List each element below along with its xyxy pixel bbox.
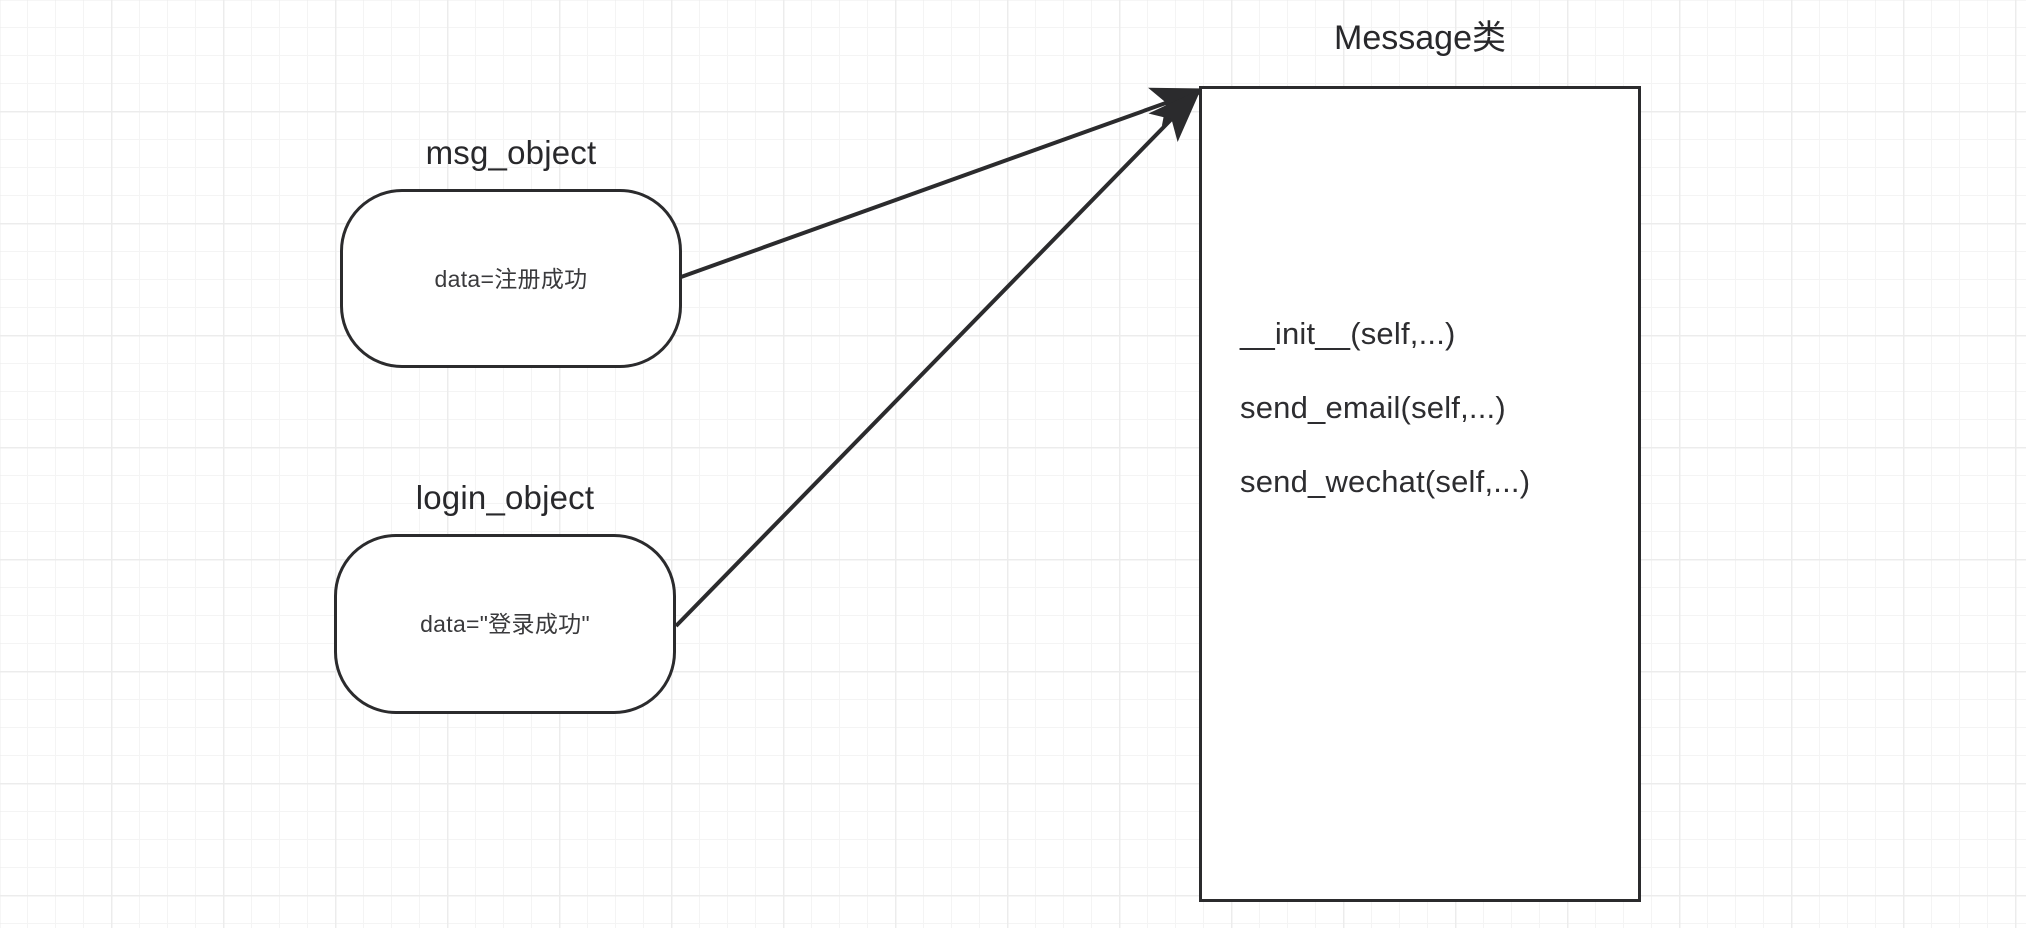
class-method-send-wechat[interactable]: send_wechat(self,...) (1240, 464, 1531, 499)
node-login-object-caption: login_object (415, 479, 595, 516)
class-box-title: Message类 (1334, 19, 1506, 57)
node-login-object-shape[interactable]: data="登录成功" (334, 534, 676, 714)
class-box-message[interactable]: __init__(self,...) send_email(self,...) … (1199, 86, 1641, 902)
class-method-init[interactable]: __init__(self,...) (1240, 316, 1456, 351)
class-box-group[interactable]: Message类 __init__(self,...) send_email(s… (1199, 20, 1641, 902)
node-login-object[interactable]: login_object data="登录成功" (334, 481, 676, 714)
class-box-method-list: __init__(self,...) send_email(self,...) … (1240, 317, 1530, 499)
node-msg-object-caption: msg_object (425, 134, 597, 171)
node-login-object-text: data="登录成功" (420, 611, 590, 637)
canvas-right-margin (2026, 0, 2044, 928)
node-msg-object-text: data=注册成功 (434, 265, 588, 292)
node-msg-object[interactable]: msg_object data=注册成功 (340, 136, 682, 368)
node-msg-object-shape[interactable]: data=注册成功 (340, 189, 682, 368)
class-method-send-email[interactable]: send_email(self,...) (1240, 390, 1506, 425)
